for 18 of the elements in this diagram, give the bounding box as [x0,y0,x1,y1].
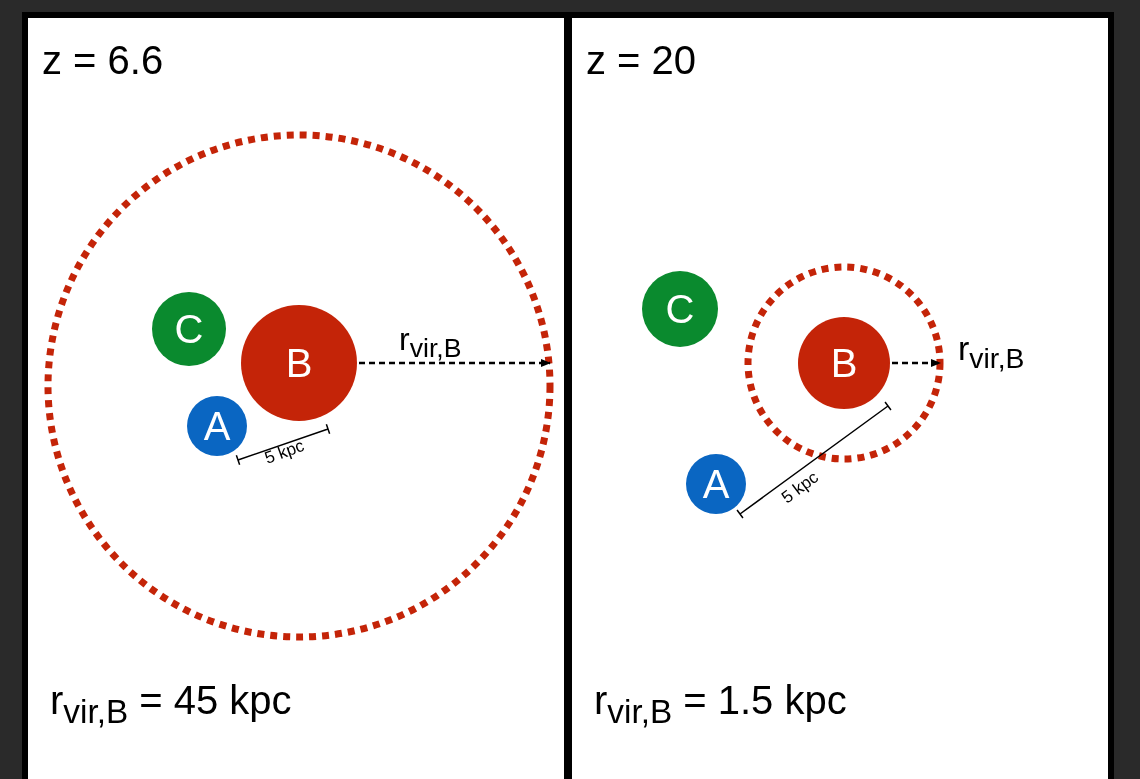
halo-circle: C [642,271,718,347]
virial-radius-value: r$_{vir,B}$ = 45 kpc [50,678,292,731]
halo-circle: B [241,305,357,421]
halo-circle: A [686,454,746,514]
virial-radius-circle [744,263,944,463]
halo-circle: C [152,292,226,366]
redshift-heading: z = 20 [586,38,697,83]
scale-label: 5 kpc [778,467,823,508]
edge-label: r$_{vir,B}$ [399,321,462,365]
halo-circle: A [187,396,247,456]
virial-radius-circle [44,131,554,641]
edge-label: r$_{vir,B}$ [958,329,1025,375]
virial-radius-value: r$_{vir,B}$ = 1.5 kpc [594,678,847,731]
arrow [359,359,551,367]
arrow [892,359,941,367]
halo-circle: B [798,317,890,409]
redshift-heading: z = 6.6 [42,38,164,83]
scale-label: 5 kpc [262,436,308,469]
